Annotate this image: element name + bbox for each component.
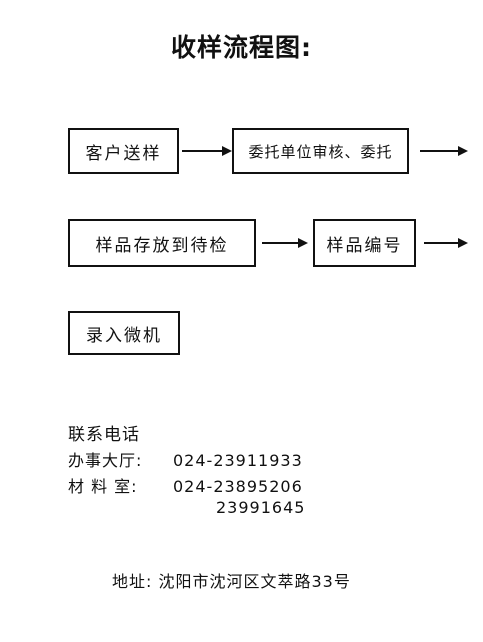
contact-heading: 联系电话 xyxy=(68,425,140,445)
arrow-right-icon xyxy=(262,238,308,248)
step-customer-delivers-sample: 客户送样 xyxy=(68,128,179,174)
step-client-review: 委托单位审核、委托 xyxy=(232,128,409,174)
step-label: 样品编号 xyxy=(326,235,403,256)
material-label: 材 料 室: xyxy=(68,477,138,496)
material-phone-1: 024-23895206 xyxy=(173,477,303,496)
step-enter-computer: 录入微机 xyxy=(68,311,180,355)
arrow-right-icon xyxy=(424,238,468,248)
arrow-right-icon xyxy=(420,146,468,156)
step-label: 委托单位审核、委托 xyxy=(248,142,393,161)
step-sample-storage: 样品存放到待检 xyxy=(68,219,256,267)
material-phone-2: 23991645 xyxy=(216,498,306,517)
office-label: 办事大厅: xyxy=(68,451,143,470)
office-phone-row: 办事大厅: 024-23911933 xyxy=(68,447,303,471)
step-sample-numbering: 样品编号 xyxy=(313,219,416,267)
office-phone: 024-23911933 xyxy=(173,451,303,470)
material-phone-row: 材 料 室: 024-23895206 xyxy=(68,473,303,497)
step-label: 客户送样 xyxy=(85,143,162,164)
address: 地址: 沈阳市沈河区文萃路33号 xyxy=(112,572,351,591)
diagram-title: 收样流程图: xyxy=(171,33,312,62)
step-label: 录入微机 xyxy=(86,325,162,346)
step-label: 样品存放到待检 xyxy=(95,235,229,256)
arrow-right-icon xyxy=(182,146,232,156)
